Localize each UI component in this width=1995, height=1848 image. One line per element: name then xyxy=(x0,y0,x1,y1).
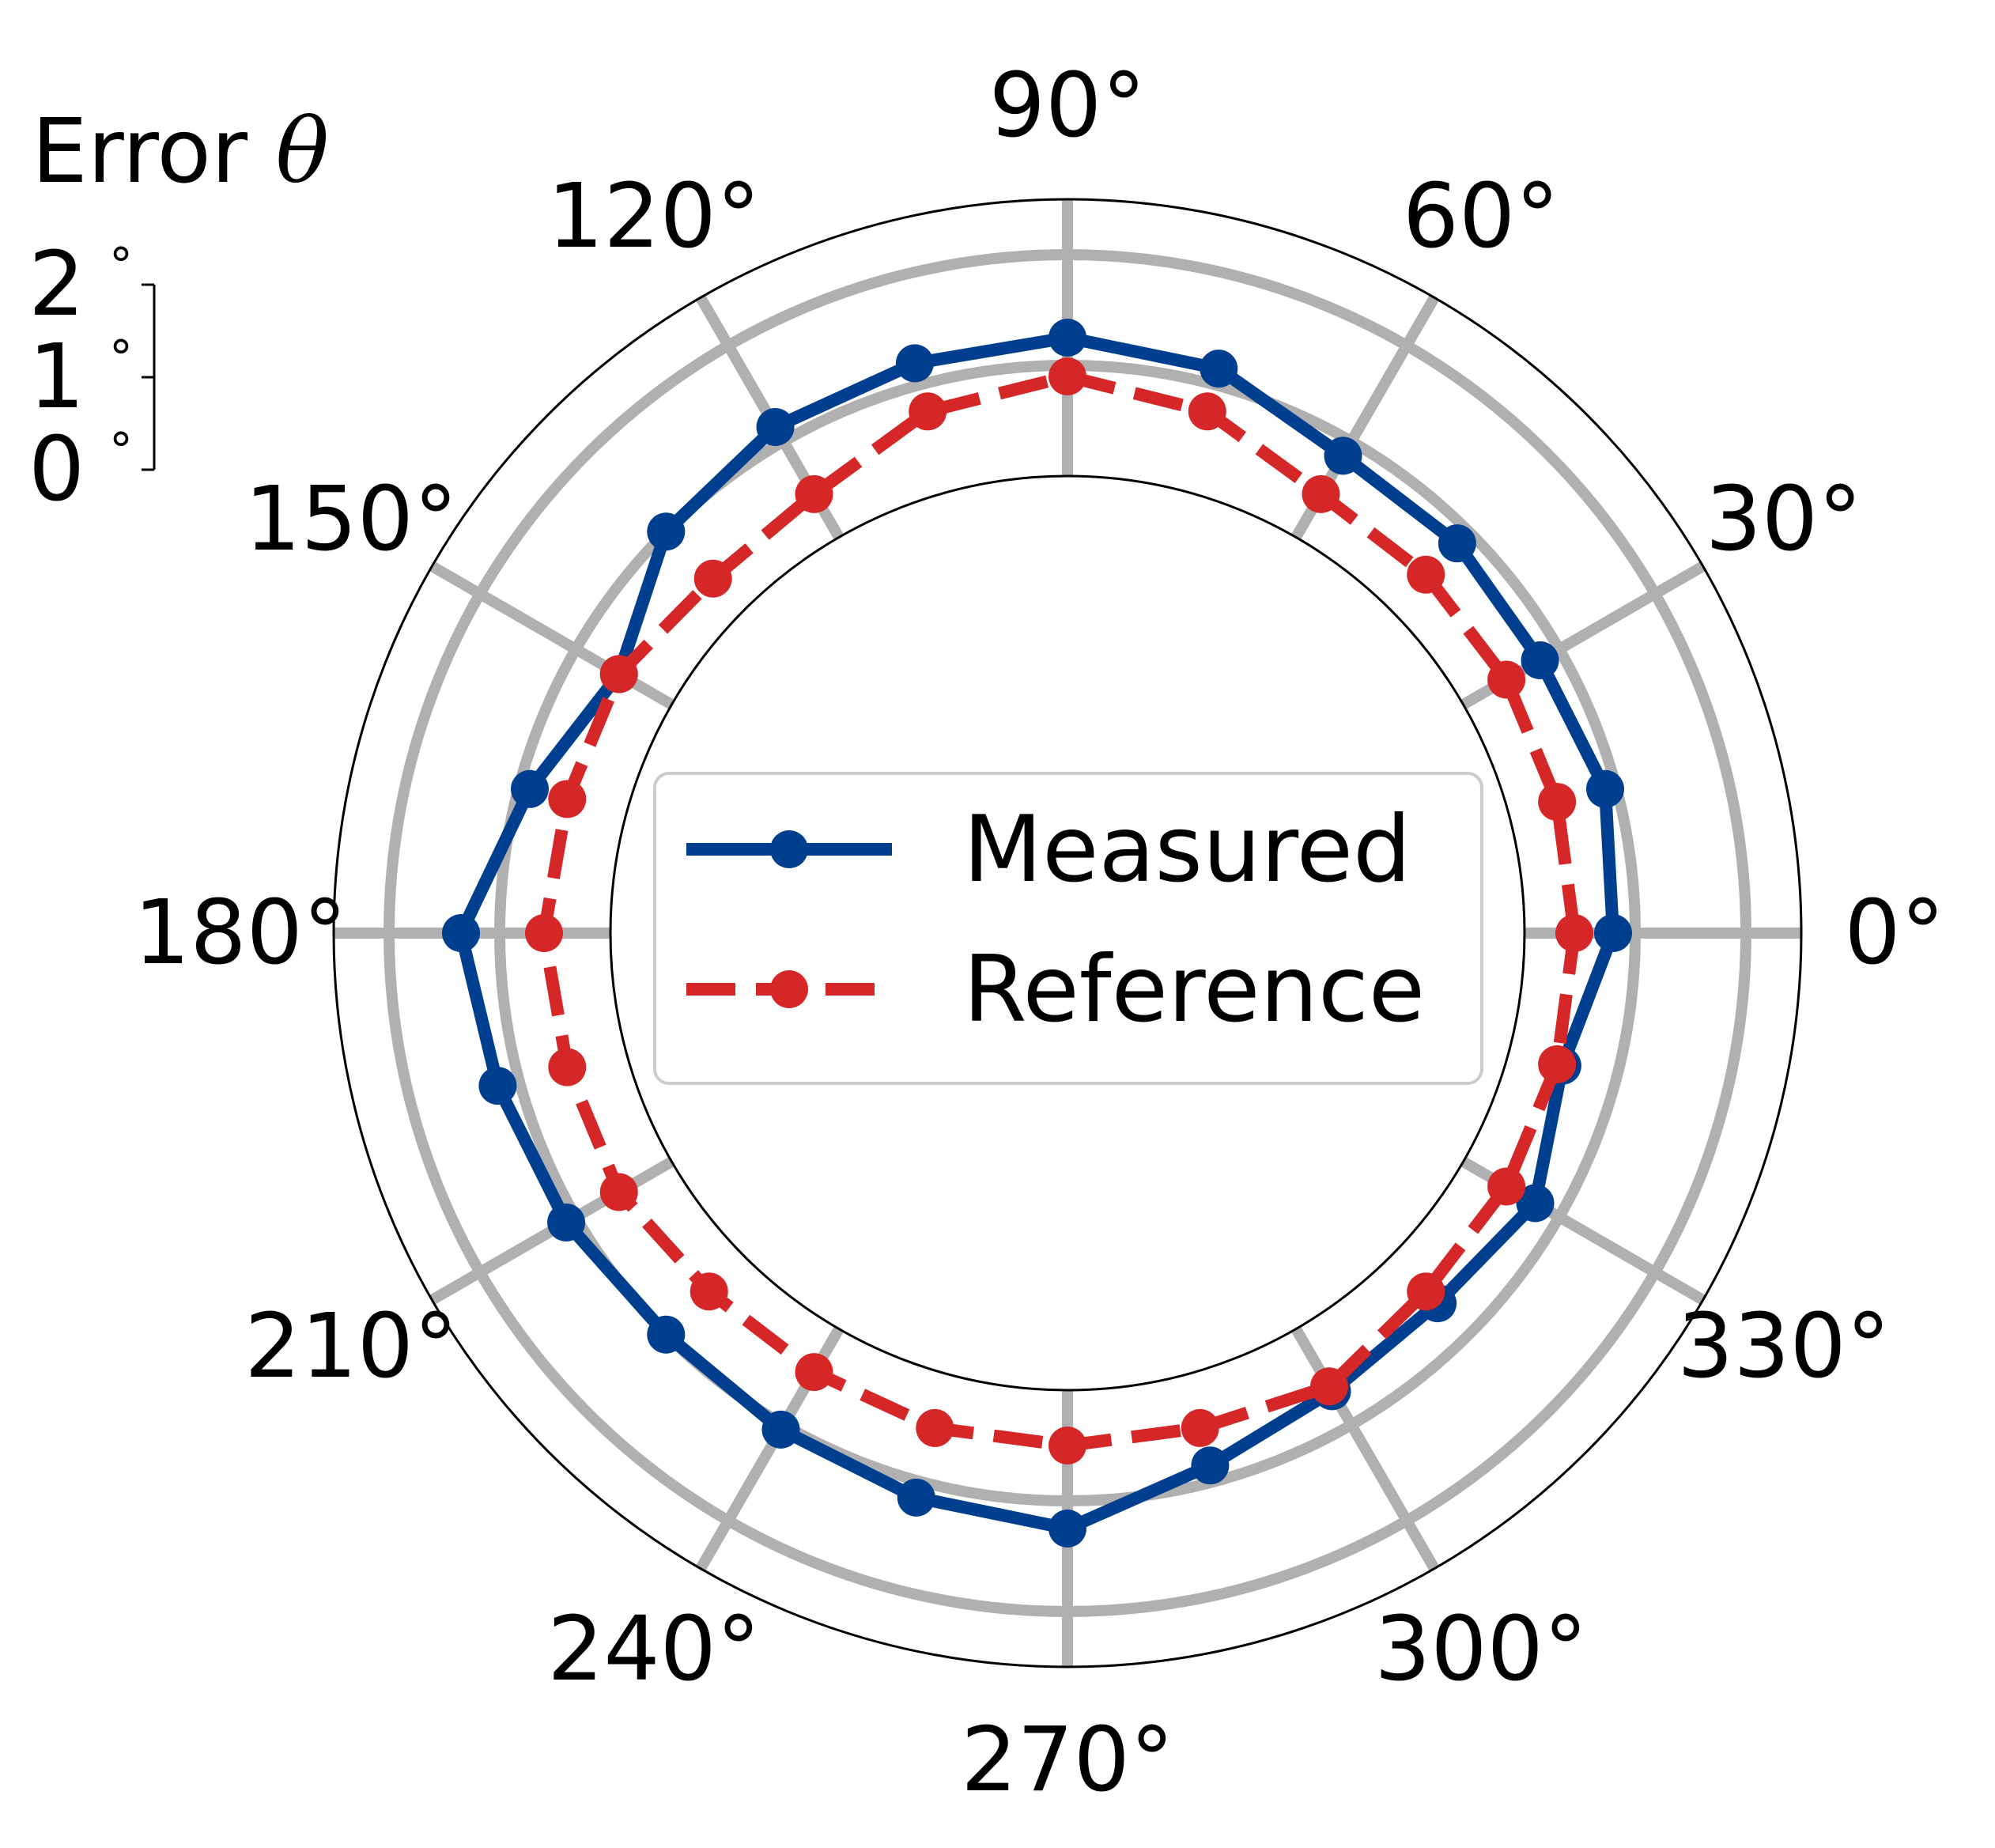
angle-label-240: 240° xyxy=(547,1598,761,1701)
measured-point-120 xyxy=(756,408,795,447)
angle-label-30: 30° xyxy=(1706,468,1863,571)
angle-label-150: 150° xyxy=(244,468,458,571)
radial-tick-label-1: 1 xyxy=(28,326,85,429)
reference-point-210 xyxy=(599,1173,638,1211)
reference-point-135 xyxy=(693,559,732,598)
reference-point-255 xyxy=(916,1408,954,1447)
measured-point-30 xyxy=(1521,641,1559,679)
inner-frame xyxy=(609,474,1526,1392)
reference-point-150 xyxy=(599,655,638,693)
reference-point-165 xyxy=(548,780,587,818)
radial-scale: 2 ° 1 ° 0 ° xyxy=(28,233,156,521)
measured-point-285 xyxy=(1191,1446,1230,1485)
legend-reference-label: Reference xyxy=(963,936,1425,1043)
reference-point-90 xyxy=(1049,357,1086,395)
angle-label-330: 330° xyxy=(1677,1295,1891,1398)
measured-point-60 xyxy=(1324,436,1362,475)
measured-point-330 xyxy=(1516,1184,1555,1223)
angle-label-60: 60° xyxy=(1403,165,1560,268)
measured-point-240 xyxy=(761,1410,800,1449)
measured-point-75 xyxy=(1200,350,1238,388)
angle-label-90: 90° xyxy=(989,55,1147,157)
spoke-300 xyxy=(1290,1326,1440,1572)
radial-tick-unit-1: ° xyxy=(109,331,133,386)
measured-point-225 xyxy=(647,1315,686,1354)
radial-tick-label-2: 2 xyxy=(28,233,85,336)
measured-point-0 xyxy=(1594,914,1632,952)
reference-point-120 xyxy=(795,474,833,513)
reference-point-195 xyxy=(548,1048,587,1087)
reference-point-180 xyxy=(525,914,563,952)
reference-point-345 xyxy=(1538,1045,1577,1083)
measured-point-210 xyxy=(547,1204,586,1241)
radial-gridline-2 xyxy=(384,249,1751,1617)
legend-measured-label: Measured xyxy=(963,796,1411,903)
reference-point-45 xyxy=(1407,555,1445,594)
measured-point-195 xyxy=(478,1067,517,1105)
angle-label-270: 270° xyxy=(961,1709,1174,1812)
reference-point-270 xyxy=(1049,1427,1086,1464)
radial-tick-unit-0: ° xyxy=(109,423,133,478)
measured-point-135 xyxy=(647,512,686,551)
reference-point-300 xyxy=(1310,1367,1348,1406)
legend-measured-marker xyxy=(770,830,808,868)
radial-axis-title: Error θ xyxy=(32,100,329,203)
reference-point-240 xyxy=(795,1353,833,1392)
reference-point-30 xyxy=(1487,660,1526,699)
reference-point-0 xyxy=(1555,914,1593,952)
data-series xyxy=(442,319,1632,1548)
legend-reference-marker xyxy=(770,970,808,1008)
reference-point-315 xyxy=(1407,1272,1445,1311)
measured-point-105 xyxy=(895,344,934,383)
measured-point-15 xyxy=(1586,769,1625,808)
angle-tick-labels: 0° 30° 60° 90° 120° 150° 180° 210° 240° 270° 300° 3… xyxy=(134,55,1945,1812)
reference-point-330 xyxy=(1487,1167,1526,1206)
angle-label-120: 120° xyxy=(547,165,761,268)
reference-point-285 xyxy=(1181,1408,1219,1447)
reference-point-225 xyxy=(690,1272,728,1311)
reference-point-60 xyxy=(1302,474,1340,513)
measured-point-90 xyxy=(1049,319,1086,357)
measured-point-165 xyxy=(510,769,549,808)
measured-point-270 xyxy=(1049,1510,1086,1548)
reference-point-75 xyxy=(1188,392,1226,431)
angle-label-210: 210° xyxy=(244,1295,458,1398)
angle-label-300: 300° xyxy=(1374,1598,1588,1701)
reference-point-105 xyxy=(909,392,947,431)
angle-label-180: 180° xyxy=(134,882,347,984)
measured-point-180 xyxy=(442,914,480,952)
reference-point-15 xyxy=(1538,783,1577,822)
legend: Measured Reference xyxy=(653,772,1483,1085)
outer-frame xyxy=(332,198,1803,1668)
angle-label-0: 0° xyxy=(1844,882,1944,984)
radial-tick-unit-2: ° xyxy=(109,238,133,293)
measured-point-45 xyxy=(1438,524,1476,563)
measured-point-255 xyxy=(897,1478,935,1517)
radial-tick-label-0: 0 xyxy=(28,418,85,521)
